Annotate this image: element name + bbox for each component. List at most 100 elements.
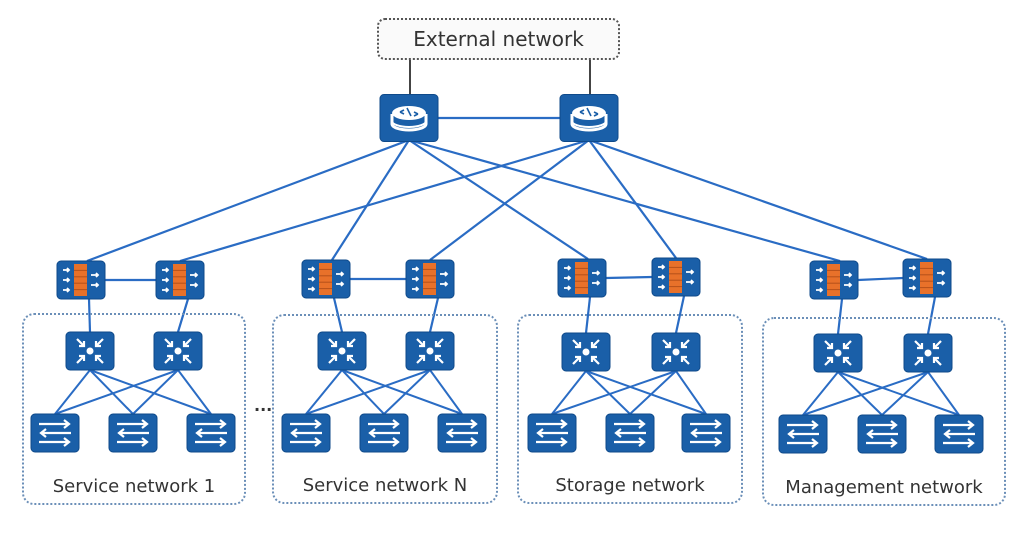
router-firewall-link bbox=[429, 139, 590, 261]
aggregation-access-link bbox=[675, 370, 707, 415]
aggregation-switch-icon bbox=[328, 338, 356, 364]
access-switch-icon bbox=[195, 419, 227, 447]
aggregation-switch-z4-1[interactable] bbox=[813, 333, 863, 373]
access-switch-z4-2[interactable] bbox=[857, 414, 907, 454]
firewall-aggregation-link bbox=[87, 298, 92, 333]
router-firewall-link bbox=[179, 138, 590, 263]
aggregation-access-link bbox=[585, 370, 631, 415]
firewall-z3-1[interactable] bbox=[557, 258, 607, 298]
access-switch-z3-3[interactable] bbox=[681, 413, 731, 453]
firewall-z1-2[interactable] bbox=[155, 260, 205, 300]
aggregation-access-link bbox=[837, 371, 883, 416]
router-icon bbox=[390, 106, 428, 132]
access-switch-z4-3[interactable] bbox=[934, 414, 984, 454]
aggregation-switch-icon bbox=[824, 340, 852, 366]
aggregation-switch-icon bbox=[662, 339, 690, 365]
access-switch-z2-1[interactable] bbox=[281, 413, 331, 453]
aggregation-switch-z3-2[interactable] bbox=[651, 332, 701, 372]
router-firewall-link bbox=[588, 139, 677, 259]
access-switch-z1-3[interactable] bbox=[186, 413, 236, 453]
aggregation-switch-z4-2[interactable] bbox=[903, 333, 953, 373]
access-switch-z3-2[interactable] bbox=[605, 413, 655, 453]
zone-label: Service network 1 bbox=[52, 476, 216, 497]
aggregation-access-link bbox=[341, 369, 385, 415]
external-network-label: External network bbox=[413, 27, 584, 51]
aggregation-switch-z1-1[interactable] bbox=[65, 331, 115, 371]
aggregation-access-link bbox=[54, 369, 91, 415]
firewall-peer-link bbox=[857, 276, 904, 282]
more-zones-ellipsis: ... bbox=[254, 396, 273, 415]
aggregation-switch-z1-2[interactable] bbox=[153, 331, 203, 371]
aggregation-switch-icon bbox=[416, 338, 444, 364]
aggregation-switch-icon bbox=[76, 338, 104, 364]
aggregation-access-link bbox=[551, 370, 677, 415]
access-switch-icon bbox=[866, 420, 898, 448]
firewall-aggregation-link bbox=[926, 296, 937, 335]
core-router-2[interactable] bbox=[559, 94, 619, 142]
external-network-box: External network bbox=[377, 18, 620, 60]
access-switch-icon bbox=[39, 419, 71, 447]
aggregation-access-link bbox=[305, 369, 343, 415]
router-firewall-link bbox=[408, 138, 841, 263]
access-switch-icon bbox=[536, 419, 568, 447]
firewall-z3-2[interactable] bbox=[651, 257, 701, 297]
firewall-icon bbox=[63, 264, 100, 296]
zone-storage-network: Storage network bbox=[517, 314, 743, 504]
aggregation-access-link bbox=[837, 371, 960, 416]
access-switch-z2-3[interactable] bbox=[437, 413, 487, 453]
router-firewall-link bbox=[86, 138, 410, 263]
aggregation-access-link bbox=[383, 369, 431, 415]
access-switch-icon bbox=[290, 419, 322, 447]
firewall-aggregation-link bbox=[836, 298, 844, 335]
access-switch-z2-2[interactable] bbox=[359, 413, 409, 453]
aggregation-access-link bbox=[177, 369, 212, 415]
aggregation-access-link bbox=[629, 370, 677, 415]
firewall-aggregation-link bbox=[176, 298, 190, 333]
firewall-z2-1[interactable] bbox=[301, 259, 351, 299]
firewall-peer-link bbox=[605, 275, 653, 280]
core-router-1[interactable] bbox=[379, 94, 439, 142]
aggregation-access-link bbox=[881, 371, 929, 416]
firewall-icon bbox=[816, 264, 853, 296]
aggregation-access-link bbox=[341, 369, 463, 415]
access-switch-icon bbox=[117, 419, 149, 447]
firewall-z1-1[interactable] bbox=[56, 260, 106, 300]
access-switch-z1-2[interactable] bbox=[108, 413, 158, 453]
firewall-icon bbox=[909, 262, 946, 294]
aggregation-switch-icon bbox=[914, 340, 942, 366]
zone-label: Service network N bbox=[302, 475, 468, 496]
firewall-icon bbox=[564, 262, 601, 294]
router-firewall-link bbox=[588, 138, 928, 261]
access-switch-icon bbox=[614, 419, 646, 447]
aggregation-access-link bbox=[802, 371, 929, 416]
firewall-icon bbox=[308, 263, 345, 295]
aggregation-access-link bbox=[429, 369, 463, 415]
aggregation-access-link bbox=[305, 369, 431, 415]
access-switch-z3-1[interactable] bbox=[527, 413, 577, 453]
zone-service-network-1: Service network 1 bbox=[22, 313, 246, 505]
zone-service-network-n: Service network N bbox=[272, 314, 498, 504]
aggregation-access-link bbox=[551, 370, 587, 415]
aggregation-switch-z2-1[interactable] bbox=[317, 331, 367, 371]
aggregation-switch-icon bbox=[164, 338, 192, 364]
router-firewall-link bbox=[331, 139, 410, 261]
access-switch-icon bbox=[787, 420, 819, 448]
access-switch-z4-1[interactable] bbox=[778, 414, 828, 454]
access-switch-z1-1[interactable] bbox=[30, 413, 80, 453]
firewall-z4-1[interactable] bbox=[809, 260, 859, 300]
access-switch-icon bbox=[690, 419, 722, 447]
aggregation-switch-z3-1[interactable] bbox=[561, 332, 611, 372]
links bbox=[54, 60, 960, 416]
firewall-z2-2[interactable] bbox=[405, 259, 455, 299]
firewall-z4-2[interactable] bbox=[902, 258, 952, 298]
router-icon bbox=[570, 106, 608, 132]
access-switch-icon bbox=[943, 420, 975, 448]
devices bbox=[30, 94, 984, 454]
zone-label: Management network bbox=[785, 477, 983, 498]
aggregation-switch-z2-2[interactable] bbox=[405, 331, 455, 371]
aggregation-switch-icon bbox=[572, 339, 600, 365]
router-firewall-link bbox=[408, 139, 589, 260]
aggregation-access-link bbox=[54, 369, 179, 415]
aggregation-access-link bbox=[89, 369, 134, 415]
